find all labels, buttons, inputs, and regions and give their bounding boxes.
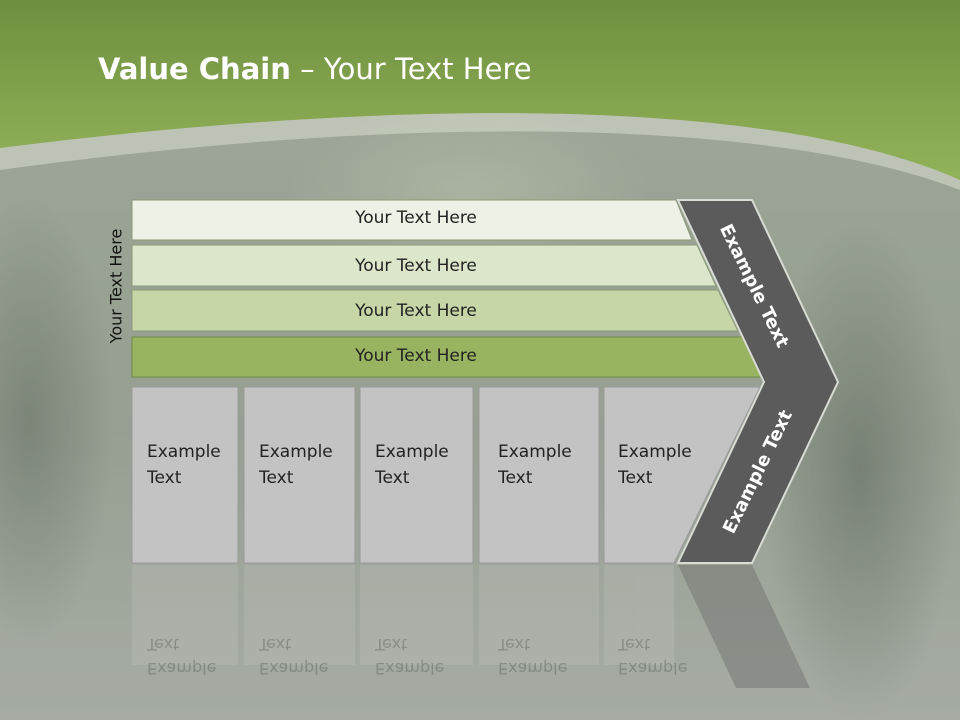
chevron-arrow bbox=[676, 199, 840, 564]
bar-2 bbox=[131, 244, 717, 287]
column-4-line1: Example bbox=[498, 442, 572, 462]
bar-3-label: Your Text Here bbox=[355, 301, 477, 321]
bar-1-label: Your Text Here bbox=[355, 208, 477, 228]
title-bold: Value Chain bbox=[98, 52, 291, 86]
column-1-line2: Text bbox=[147, 468, 182, 488]
column-4-line2: Text bbox=[498, 468, 533, 488]
column-5-line2: Text bbox=[618, 468, 653, 488]
column-3 bbox=[359, 386, 474, 564]
bar-1 bbox=[131, 199, 693, 241]
column-2-line1: Example bbox=[259, 442, 333, 462]
column-2 bbox=[243, 386, 356, 564]
page-title: Value Chain – Your Text Here bbox=[98, 52, 532, 86]
column-2-line2: Text bbox=[259, 468, 294, 488]
column-3-line1: Example bbox=[375, 442, 449, 462]
column-3-line2: Text bbox=[375, 468, 410, 488]
column-1 bbox=[131, 386, 239, 564]
title-rest: – Your Text Here bbox=[290, 52, 532, 86]
bar-3 bbox=[131, 289, 739, 332]
header-band bbox=[0, 0, 960, 190]
column-5-line1: Example bbox=[618, 442, 692, 462]
column-4 bbox=[478, 386, 600, 564]
bar-2-label: Your Text Here bbox=[355, 256, 477, 276]
reflection-shapes bbox=[132, 565, 674, 665]
bar-4-label: Your Text Here bbox=[355, 346, 477, 366]
chevron-reflection bbox=[678, 565, 810, 688]
column-1-line1: Example bbox=[147, 442, 221, 462]
column-5 bbox=[603, 386, 761, 564]
